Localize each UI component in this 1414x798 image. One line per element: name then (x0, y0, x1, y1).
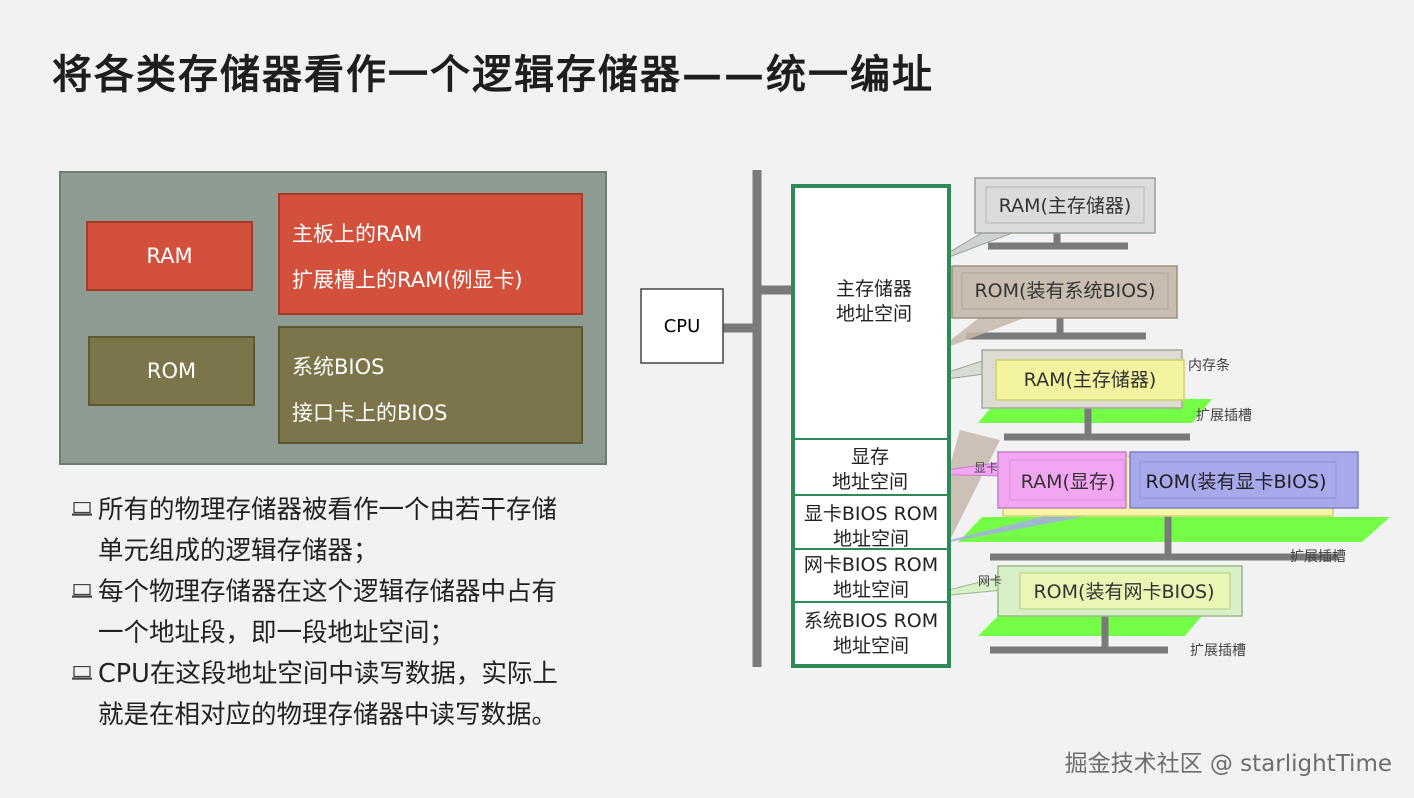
callout-nic-bios-label: ROM(装有网卡BIOS) (1033, 581, 1214, 603)
ram-items-box: 主板上的RAM 扩展槽上的RAM(例显卡) (278, 193, 583, 315)
callout-vram (997, 451, 1127, 509)
slot3-board (978, 612, 1205, 636)
rom-item-card-bios: 接口卡上的BIOS (292, 401, 448, 425)
addr-vram-line1: 显存 (851, 446, 889, 468)
bullet-line: 所有的物理存储器被看作一个由若干存储 (98, 495, 558, 525)
bullet-line: 一个地址段，即一段地址空间； (98, 618, 456, 648)
addr-main-line1: 主存储器 (836, 278, 912, 300)
ram-item-expansion: 扩展槽上的RAM(例显卡) (292, 268, 523, 292)
slot1-label: 扩展插槽 (1196, 408, 1252, 424)
addr-sys-line1: 系统BIOS ROM (804, 610, 938, 632)
bullet-line: 单元组成的逻辑存储器； (98, 536, 379, 566)
memory-type-panel: RAM 主板上的RAM 扩展槽上的RAM(例显卡) ROM 系统BIOS 接口卡… (59, 171, 607, 465)
callout-vram-label: RAM(显存) (1021, 471, 1116, 493)
computer-icon (72, 584, 92, 598)
nic-card-body (1019, 572, 1231, 610)
vga-card-label: 显卡 (974, 461, 998, 475)
callout-vga-bios (1129, 451, 1359, 509)
computer-icon (72, 502, 92, 516)
callout-vga-bios-label: ROM(装有显卡BIOS) (1145, 471, 1326, 493)
ram-item-mainboard: 主板上的RAM (292, 222, 423, 246)
bullet-line: CPU在这段地址空间中读写数据，实际上 (98, 659, 558, 689)
bullet-line: 就是在相对应的物理存储器中读写数据。 (98, 700, 558, 730)
bullet-item: CPU在这段地址空间中读写数据，实际上 就是在相对应的物理存储器中读写数据。 (70, 654, 650, 736)
rom-label: ROM (146, 359, 197, 383)
bullet-item: 每个物理存储器在这个逻辑存储器中占有 一个地址段，即一段地址空间； (70, 572, 650, 654)
rom-label-box: ROM (88, 336, 255, 406)
ram-label-box: RAM (86, 221, 253, 291)
callout-rom-system-label: ROM(装有系统BIOS) (974, 280, 1155, 302)
address-dividers (795, 438, 947, 603)
addr-vga-line1: 显卡BIOS ROM (804, 503, 938, 525)
addr-nic-line1: 网卡BIOS ROM (804, 554, 938, 576)
memory-stick-body (995, 359, 1185, 401)
addr-sys-line2: 地址空间 (833, 635, 909, 657)
bullet-line: 每个物理存储器在这个逻辑存储器中占有 (98, 577, 558, 607)
addr-nic-line2: 地址空间 (833, 579, 909, 601)
bullet-item: 所有的物理存储器被看作一个由若干存储 单元组成的逻辑存储器； (70, 490, 650, 572)
addr-main-line2: 地址空间 (836, 303, 912, 325)
ram-label: RAM (146, 244, 193, 268)
callout-ram-stick-label: RAM(主存储器) (1024, 369, 1157, 391)
addr-vga-line2: 地址空间 (833, 528, 909, 550)
cpu-box (640, 288, 724, 364)
rom-items-box: 系统BIOS 接口卡上的BIOS (278, 326, 583, 444)
callout-ram-main-top-label: RAM(主存储器) (999, 195, 1132, 217)
bullet-list: 所有的物理存储器被看作一个由若干存储 单元组成的逻辑存储器； 每个物理存储器在这… (70, 490, 650, 736)
page-title: 将各类存储器看作一个逻辑存储器——统一编址 (52, 51, 934, 98)
rom-item-system-bios: 系统BIOS (292, 355, 385, 379)
address-space-column (791, 184, 951, 668)
cpu-label: CPU (664, 316, 701, 337)
slot3-label: 扩展插槽 (1190, 643, 1246, 659)
memory-stick-label: 内存条 (1188, 357, 1230, 374)
nic-label: 网卡 (978, 574, 1002, 588)
slot2-board (958, 517, 1390, 542)
computer-icon (72, 666, 92, 680)
slot2-label: 扩展插槽 (1290, 549, 1346, 565)
watermark: 掘金技术社区 @ starlightTime (1064, 751, 1392, 777)
addr-vram-line2: 地址空间 (832, 471, 908, 493)
